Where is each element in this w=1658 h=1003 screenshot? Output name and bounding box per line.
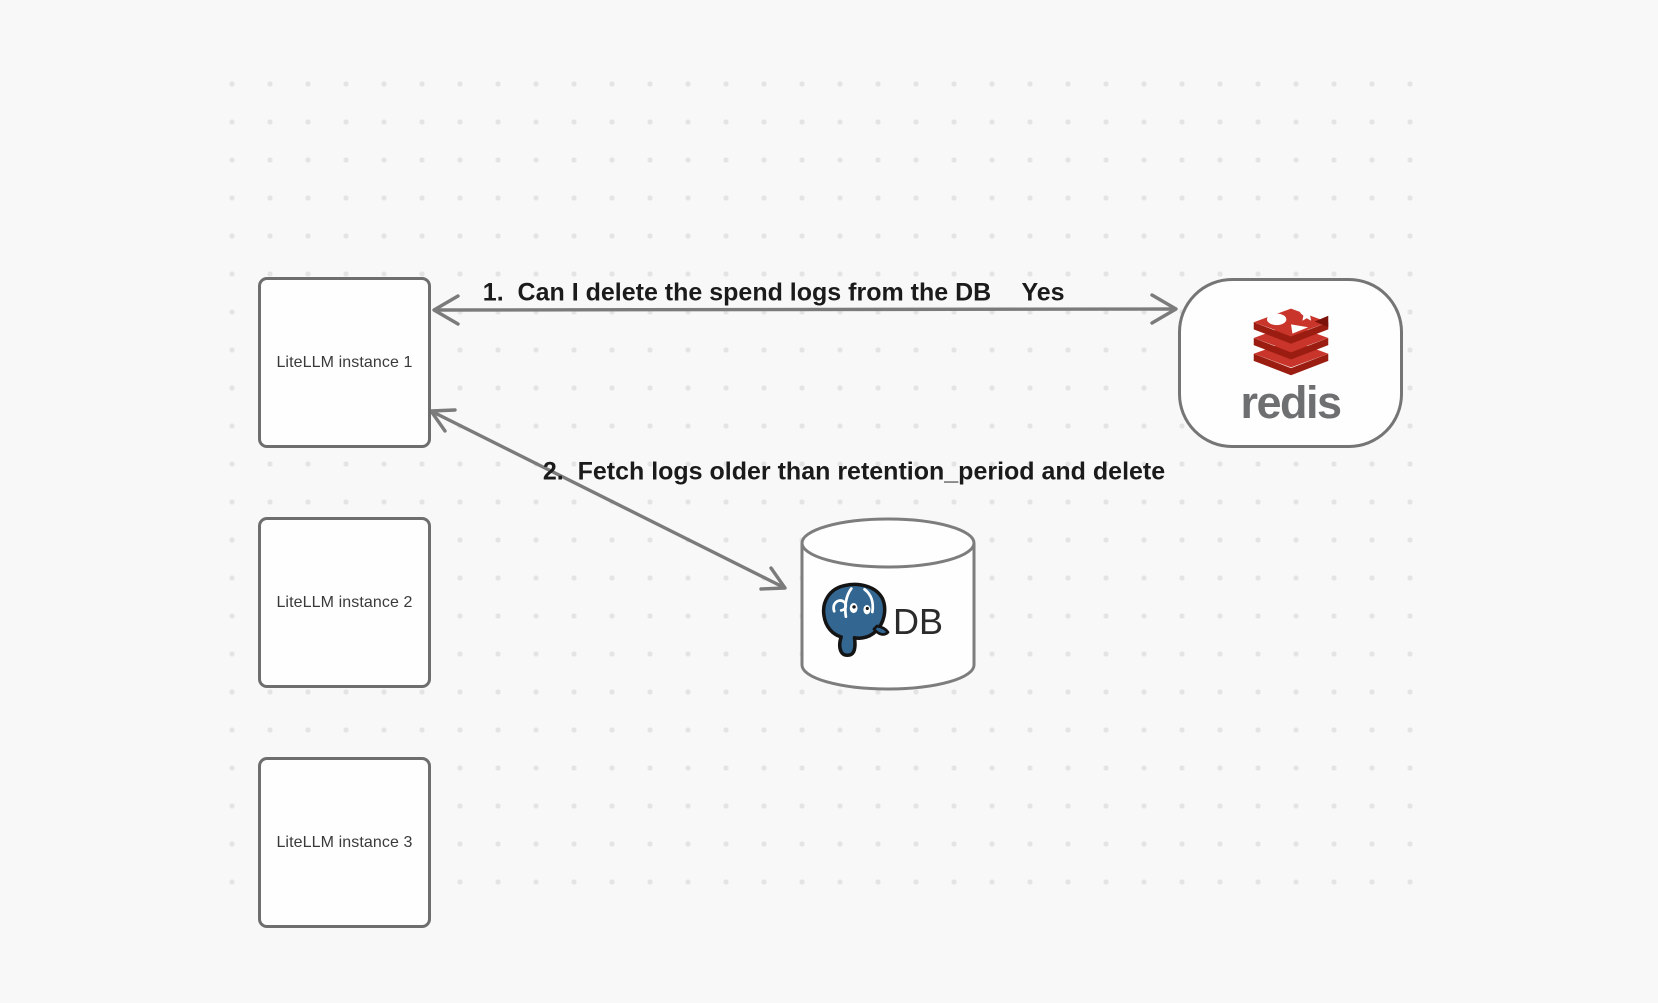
node-database[interactable]: DB <box>799 516 977 692</box>
node-litellm-instance-2[interactable]: LiteLLM instance 2 <box>258 517 431 688</box>
redis-stack-icon <box>1248 307 1334 384</box>
arrow-instance1-redis[interactable] <box>432 293 1178 326</box>
node-label: LiteLLM instance 2 <box>276 593 413 611</box>
node-litellm-instance-1[interactable]: LiteLLM instance 1 <box>258 277 431 448</box>
edge-label-fetch-logs[interactable]: 2. Fetch logs older than retention_perio… <box>542 457 1166 486</box>
arrow-instance1-db[interactable] <box>429 408 787 591</box>
edge-label-yes[interactable]: Yes <box>1021 278 1065 307</box>
node-label: LiteLLM instance 3 <box>276 833 413 851</box>
node-redis[interactable]: redis <box>1178 278 1403 448</box>
db-label: DB <box>892 600 943 642</box>
node-label: LiteLLM instance 1 <box>276 353 413 371</box>
edge-label-can-i-delete[interactable]: 1. Can I delete the spend logs from the … <box>482 278 992 307</box>
node-litellm-instance-3[interactable]: LiteLLM instance 3 <box>258 757 431 928</box>
postgresql-elephant-icon <box>817 580 895 663</box>
redis-wordmark: redis <box>1240 377 1342 428</box>
